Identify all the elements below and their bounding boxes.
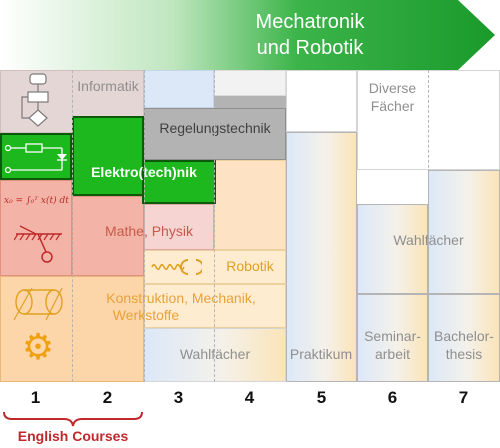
cylinder-icon bbox=[13, 287, 63, 321]
spring-icon bbox=[151, 259, 202, 275]
header-title-line2: und Robotik bbox=[256, 37, 364, 59]
header-title-line1: Mechatronik bbox=[255, 11, 365, 33]
elektrotechnik-block-right bbox=[142, 160, 216, 204]
english-courses-label: English Courses bbox=[17, 428, 129, 444]
regelungstechnik-block-top bbox=[214, 96, 286, 108]
semester-number-2: 2 bbox=[102, 388, 113, 407]
seminararbeit-block bbox=[357, 294, 428, 382]
mathe-physik-label: Mathe, Physik bbox=[105, 223, 193, 239]
praktikum-label: Praktikum bbox=[289, 346, 353, 362]
semester-number-1: 1 bbox=[30, 388, 41, 407]
sem3-top-area bbox=[144, 70, 214, 108]
konstruktion-label-line2: Werkstoffe bbox=[112, 307, 180, 323]
bachelorthesis-block bbox=[428, 294, 500, 382]
elektrotechnik-block-mid bbox=[72, 116, 144, 196]
mathe-block-sem1 bbox=[0, 180, 72, 276]
wahlfaecher-left-label: Wahlfächer bbox=[179, 346, 251, 362]
semester-number-6: 6 bbox=[387, 388, 398, 407]
sem4-orange-area bbox=[214, 160, 286, 250]
pendulum-icon bbox=[14, 225, 62, 263]
column-divider bbox=[144, 70, 145, 382]
bachelorthesis-label-line1: Bachelor- bbox=[434, 328, 494, 344]
integral-formula-icon: x₀ = ∫₀ᵀ x(t) dt bbox=[4, 196, 69, 206]
column-divider bbox=[72, 70, 73, 382]
semester-number-7: 7 bbox=[458, 388, 469, 407]
praktikum-block bbox=[286, 132, 357, 382]
column-divider bbox=[428, 70, 429, 382]
english-courses-brace bbox=[3, 411, 143, 427]
seminararbeit-label-line1: Seminar- bbox=[364, 328, 421, 344]
bachelorthesis-label-line2: thesis bbox=[445, 346, 483, 362]
mathe-block-sem2 bbox=[72, 196, 144, 276]
gear-icon: ⚙ bbox=[21, 327, 55, 368]
konstruktion-block-sem3-4 bbox=[144, 284, 286, 328]
seminararbeit-label-line2: arbeit bbox=[374, 346, 411, 362]
robotik-label: Robotik bbox=[226, 258, 274, 274]
circuit-icon bbox=[4, 143, 67, 174]
column-divider bbox=[214, 70, 215, 382]
regelungstechnik-block bbox=[144, 108, 286, 160]
semester-number-5: 5 bbox=[316, 388, 327, 407]
semester-number-3: 3 bbox=[173, 388, 184, 407]
flowchart-icon bbox=[21, 73, 49, 127]
wahlfaecher-left-block bbox=[144, 328, 286, 382]
header-arrow: Mechatronik und Robotik bbox=[0, 0, 500, 70]
wahlfaecher-right-block-sem6 bbox=[357, 204, 428, 294]
konstruktion-label-line1: Konstruktion, Mechanik, bbox=[106, 290, 256, 306]
sem4-top-area bbox=[214, 70, 286, 96]
regelungstechnik-label: Regelungstechnik bbox=[159, 120, 271, 136]
semester-number-4: 4 bbox=[244, 388, 255, 407]
diverse-label-line2: Fächer bbox=[370, 98, 415, 114]
diverse-label-line1: Diverse bbox=[368, 80, 417, 96]
mathe-block-sem3 bbox=[144, 204, 214, 250]
informatik-label: Informatik bbox=[77, 78, 139, 94]
praktikum-top-area bbox=[286, 70, 357, 132]
